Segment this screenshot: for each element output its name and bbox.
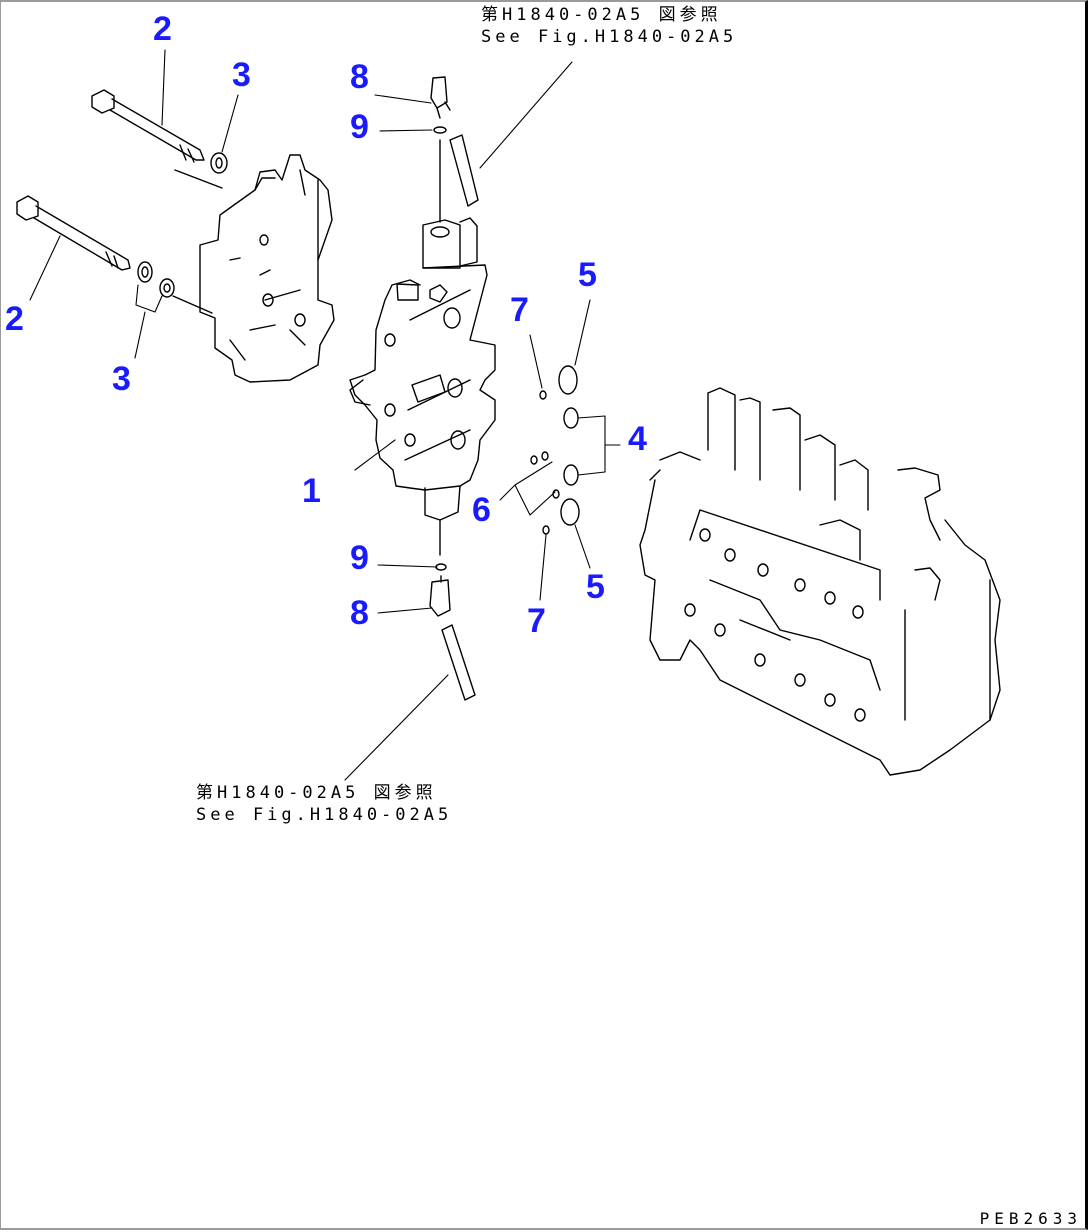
callout-8-upper: 8 xyxy=(350,58,369,96)
leader-lines xyxy=(29,49,621,781)
callout-7-upper: 7 xyxy=(510,291,529,329)
callout-4: 4 xyxy=(628,420,647,458)
callout-7-lower: 7 xyxy=(527,602,546,640)
reference-note-bottom: 第H1840-02A5 図参照 See Fig.H1840-02A5 xyxy=(196,782,452,826)
callout-5-upper: 5 xyxy=(578,256,597,294)
fitting-top xyxy=(430,76,479,207)
reference-top-jp: 第H1840-02A5 図参照 xyxy=(481,5,722,25)
fitting-bottom xyxy=(429,563,476,701)
callout-9-lower: 9 xyxy=(350,539,369,577)
callout-1: 1 xyxy=(302,472,321,510)
washer-upper xyxy=(210,152,228,174)
drawing-code: PEB2633 xyxy=(979,1209,1082,1228)
callout-2-upper: 2 xyxy=(153,10,172,48)
washer-lower-a xyxy=(137,261,153,283)
callout-8-lower: 8 xyxy=(350,594,369,632)
washer-lower-b xyxy=(159,278,175,298)
bolt-lower xyxy=(16,195,131,271)
callout-5-lower: 5 xyxy=(586,568,605,606)
callout-9-upper: 9 xyxy=(350,108,369,146)
callout-3-lower: 3 xyxy=(112,360,131,398)
control-valve-assembly xyxy=(639,387,1001,776)
valve-section xyxy=(349,139,496,556)
callout-3-upper: 3 xyxy=(232,56,251,94)
bolt-upper xyxy=(91,89,205,163)
end-plate-block xyxy=(172,154,335,383)
reference-bottom-jp: 第H1840-02A5 図参照 xyxy=(196,783,437,803)
o-rings xyxy=(530,365,580,535)
reference-bottom-en: See Fig.H1840-02A5 xyxy=(196,805,453,826)
callout-6: 6 xyxy=(472,491,491,529)
reference-top-en: See Fig.H1840-02A5 xyxy=(481,27,738,48)
reference-note-top: 第H1840-02A5 図参照 See Fig.H1840-02A5 xyxy=(481,4,737,48)
callout-2-lower: 2 xyxy=(5,300,24,338)
